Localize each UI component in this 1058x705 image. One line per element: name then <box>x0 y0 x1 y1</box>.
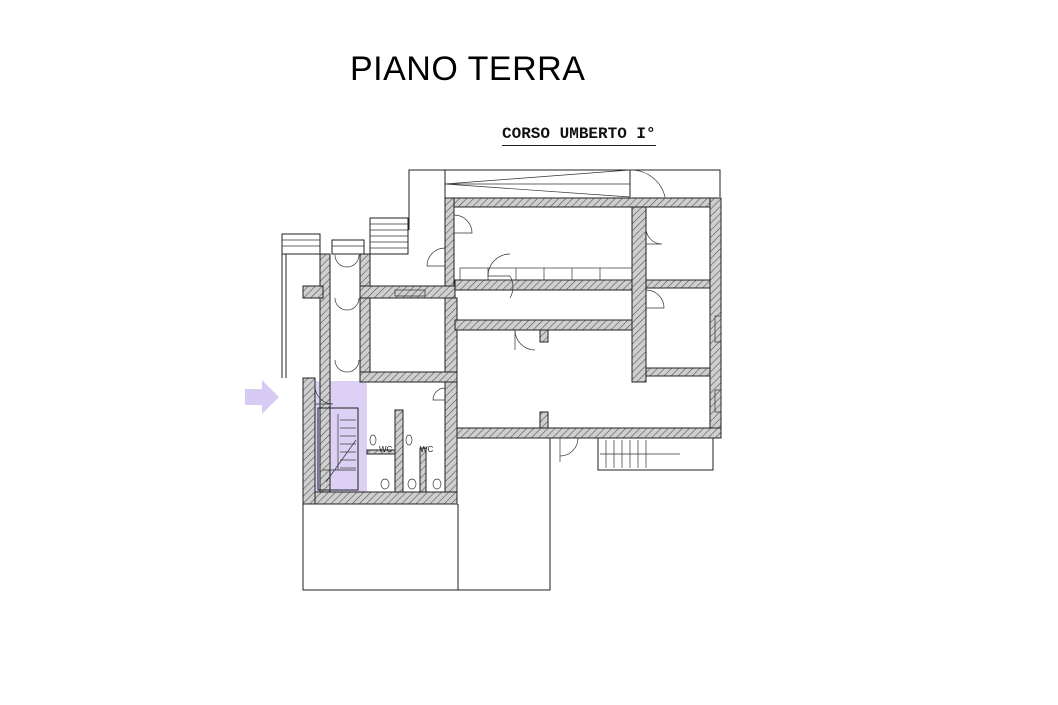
building-walls <box>302 197 722 505</box>
exterior-stairs <box>281 217 409 378</box>
page-title: PIANO TERRA <box>350 50 586 88</box>
corridor-fixtures <box>394 267 722 413</box>
internal-staircase <box>317 407 359 491</box>
wc-label-2: WC <box>420 445 434 454</box>
rear-stairs <box>597 437 714 471</box>
entrance-arrow-icon <box>245 380 279 414</box>
street-label: CORSO UMBERTO I° <box>502 125 656 146</box>
street-side-strip <box>408 169 721 230</box>
wc-fixtures: WC WC <box>369 434 442 490</box>
courtyard-plots <box>302 438 551 591</box>
wc-label-1: WC <box>379 445 393 454</box>
doors <box>314 214 665 462</box>
